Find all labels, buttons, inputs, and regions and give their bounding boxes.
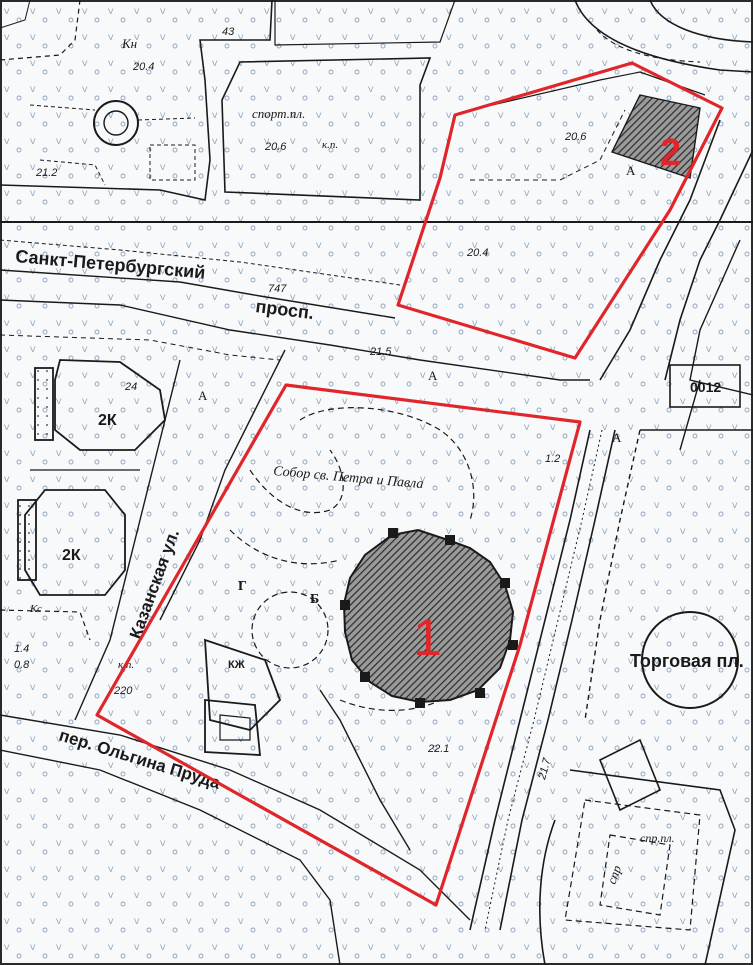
east-strip xyxy=(469,364,741,931)
label-kn-mid: Кс xyxy=(29,603,42,615)
torgovaya-square xyxy=(584,429,753,812)
elev-217: 21.7 xyxy=(536,756,554,782)
label-14: 1.4 xyxy=(14,643,29,655)
parcel-2-context xyxy=(461,71,753,396)
letter-a1: А xyxy=(198,388,208,403)
label-747: 747 xyxy=(268,283,287,295)
main-street xyxy=(0,239,590,381)
building-2k-top: 2К xyxy=(98,412,117,429)
elev-top-left: 20.4 xyxy=(132,61,154,73)
building-parcel-2 xyxy=(611,94,701,179)
label-08: 0.8 xyxy=(14,659,30,671)
label-0012: 0012 xyxy=(690,379,721,395)
elev-parcel2a: 20.6 xyxy=(564,131,587,143)
label-kn: Кн xyxy=(121,36,137,51)
parcel-2-boundary xyxy=(396,61,724,360)
letter-a3: А xyxy=(612,430,622,445)
label-sport-bottom: спр.пл. xyxy=(640,831,675,845)
left-buildings xyxy=(0,359,166,641)
letter-a4: А xyxy=(626,163,636,178)
kazan-street-edges xyxy=(74,349,286,721)
letter-g: Г xyxy=(238,579,247,594)
elev-215: 21.5 xyxy=(369,346,392,358)
parcel-1-boundary xyxy=(95,383,582,907)
sports-ground-bottom xyxy=(539,769,736,965)
label-sport-top: спорт.пл. xyxy=(252,106,305,121)
label-torgovaya: Торговая пл. xyxy=(630,651,744,671)
building-2k-bottom: 2К xyxy=(62,547,81,564)
label-24: 24 xyxy=(124,381,137,393)
olga-lane-edges xyxy=(0,714,471,965)
sports-ground-top xyxy=(221,0,456,201)
elev-top-left2: 21.2 xyxy=(35,167,57,179)
parcel-1-number: 1 xyxy=(413,609,442,667)
label-43: 43 xyxy=(222,26,235,38)
elev-parcel2b: 20.4 xyxy=(466,247,488,259)
label-kp-top: к.п. xyxy=(322,139,338,151)
letter-b: Б xyxy=(310,592,319,607)
ring-top-right xyxy=(574,0,753,73)
top-left-block xyxy=(0,0,273,201)
label-12: 1.2 xyxy=(545,453,560,465)
cathedral-buttresses xyxy=(340,528,518,708)
label-kzh: КЖ xyxy=(228,659,245,671)
label-220: 220 xyxy=(113,685,133,697)
letter-a2: А xyxy=(428,368,438,383)
parcel-2-number: 2 xyxy=(660,132,681,174)
elev-sport: 20.6 xyxy=(264,141,287,153)
label-spr-inner: спр xyxy=(604,863,625,886)
elev-221: 22.1 xyxy=(427,743,449,755)
